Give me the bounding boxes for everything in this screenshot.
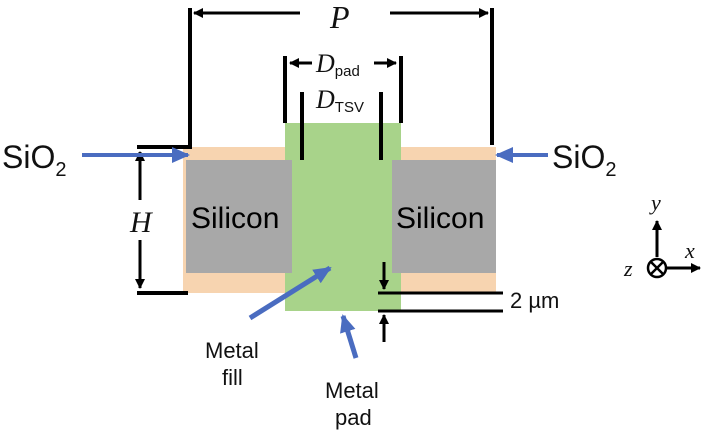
metal-fill-arrow bbox=[248, 265, 332, 321]
dtsv-ticks bbox=[300, 92, 383, 160]
sio2-right-label: SiO2 bbox=[552, 139, 616, 181]
silicon-right-block bbox=[392, 160, 496, 273]
axis-z-label: z bbox=[623, 256, 633, 281]
silicon-right-label: Silicon bbox=[396, 202, 484, 235]
silicon-left-label: Silicon bbox=[191, 202, 279, 235]
h-label: H bbox=[129, 206, 154, 239]
axis-x-label: x bbox=[684, 238, 695, 263]
silicon-left-block bbox=[186, 160, 292, 273]
metal-pad-label-1: Metal bbox=[325, 378, 379, 403]
dpad-label: Dpad bbox=[315, 49, 360, 80]
axis-y-label: y bbox=[649, 190, 661, 215]
dtsv-label: DTSV bbox=[315, 85, 364, 116]
metal-fill-label-2: fill bbox=[222, 365, 243, 390]
thickness-lines bbox=[378, 291, 503, 313]
metal-pad bbox=[285, 293, 401, 311]
metal-fill-label-1: Metal bbox=[205, 338, 259, 363]
metal-pad-label-2: pad bbox=[335, 405, 372, 430]
sio2-left-label: SiO2 bbox=[2, 139, 66, 181]
dpad-ticks bbox=[283, 56, 403, 123]
circle-cross-icon bbox=[646, 257, 668, 279]
thickness-label: 2 µm bbox=[510, 288, 559, 313]
metal-pad-arrow bbox=[340, 314, 359, 359]
p-label: P bbox=[329, 0, 350, 35]
p-dimension bbox=[137, 8, 494, 295]
